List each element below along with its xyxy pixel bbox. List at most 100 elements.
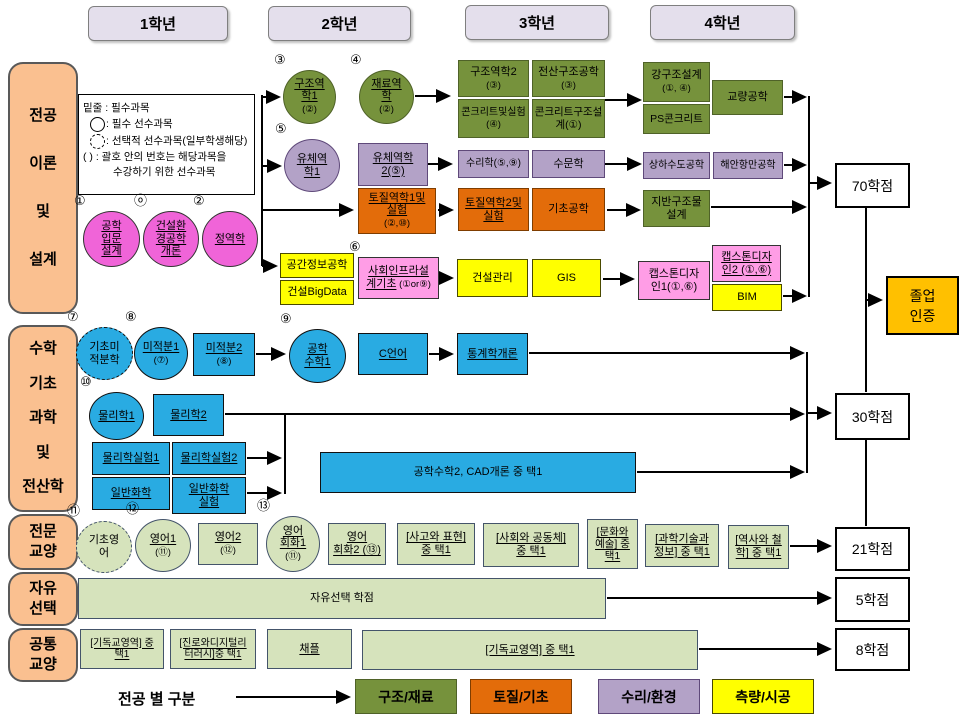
course-society-community: [사회와 공동체] 중 택1 (483, 523, 579, 567)
prereq-ref: (②) (302, 104, 317, 116)
course-christianity-2: [기독교영역] 중 택1 (362, 630, 698, 670)
course-label: 미적분2 (205, 341, 243, 354)
course-english-conv-1: 영어 회화1 (⑪) (266, 516, 320, 572)
course-culture-arts: [문화와 예술] 중 택1 (587, 519, 638, 569)
course-label: 물리학2 (170, 408, 207, 421)
course-history-philosophy: [역사와 철 학] 중 택1 (728, 525, 789, 569)
course-fluid-mech-1: 유체역 학1 (284, 139, 340, 192)
course-number-statics: ② (193, 193, 205, 208)
course-calculus-1: 미적분1 (⑦) (134, 327, 188, 380)
course-label: 지반구조물 설계 (651, 195, 702, 221)
course-label: 기초영 어 (88, 534, 120, 559)
course-geotech-structure-design: 지반구조물 설계 (643, 190, 710, 227)
course-statics: 정역학 (202, 211, 258, 267)
sidebar-major-theory-design: 전공 이론 및 설계 (8, 62, 78, 314)
prereq-ref: (④) (486, 118, 501, 130)
prereq-ref: (③) (486, 79, 501, 91)
course-label: 콘크리트구조설 계(①) (534, 106, 603, 131)
course-number-intro-design: ① (74, 193, 86, 208)
course-number-english-1: ⑫ (126, 501, 140, 516)
course-label: 수리학(⑤,⑨) (466, 158, 521, 170)
solid-circle-icon (90, 117, 105, 133)
course-label: 통계학개론 (467, 347, 518, 360)
course-christianity-1: [기독교영역] 중 택1 (80, 629, 164, 669)
course-infra-design-basic: 사회인프라설 계기초 (①or⑨) (358, 257, 439, 299)
course-foundation-eng: 기초공학 (532, 188, 605, 231)
course-thinking-expression: [사고와 표현] 중 택1 (397, 523, 475, 565)
category-legend-orange: 토질/기초 (470, 679, 572, 714)
course-label: 정역학 (214, 232, 246, 245)
course-label: 공학 입문 설계 (101, 220, 122, 258)
course-label: 건설관리 (472, 271, 513, 284)
legend-required-prereq: : 필수 선수과목 (83, 117, 250, 133)
course-label: 영어2 (214, 531, 242, 544)
course-number-english-conv-1: ⑬ (257, 498, 271, 513)
course-label: [기독교영역] 중 택1 (90, 637, 154, 661)
year-header-1: 1학년 (88, 6, 228, 41)
course-general-chemistry-lab: 일반화학 실험 (172, 477, 246, 514)
course-capstone-1: 캡스톤디자 인1(①,⑥) (638, 261, 710, 300)
prereq-ref: (⑪) (285, 551, 301, 563)
course-label: [사회와 공동체] 중 택1 (496, 532, 566, 557)
course-general-chemistry: 일반화학 (92, 477, 170, 510)
course-number-physics-1: ⑩ (80, 374, 92, 389)
dashed-circle-icon (90, 134, 105, 150)
course-label: GIS (557, 271, 576, 284)
course-label: 구조역학2 (470, 65, 517, 78)
course-label: 물리학실험1 (102, 452, 160, 465)
course-english-2: 영어2 (⑫) (198, 523, 258, 565)
legend-optional-prereq: : 선택적 선수과목(일부학생해당) (83, 134, 250, 150)
course-label: [과학기술과 정보] 중 택1 (654, 532, 710, 558)
course-spatial-info-eng: 공간정보공학 (280, 253, 354, 278)
course-eng-math2-cad: 공학수학2, CAD개론 중 택1 (320, 452, 636, 493)
course-label: 캡스톤디자 인1(①,⑥) (648, 267, 700, 293)
course-hydrology: 수문학 (532, 150, 605, 178)
course-soil-mech-2: 토질역학2및 실험 (458, 188, 529, 231)
major-field-caption: 전공 별 구분 (118, 691, 196, 708)
course-basic-calculus: 기초미 적분학 (76, 327, 133, 380)
course-label: 콘크리트및실험 (461, 106, 526, 118)
course-basic-english: 기초영 어 (76, 521, 132, 573)
course-label: PS콘크리트 (650, 112, 703, 125)
course-physics-lab-2: 물리학실험2 (172, 442, 246, 475)
year-header-4: 4학년 (650, 5, 795, 40)
course-number-basic-calculus: ⑦ (67, 309, 79, 324)
legend-paren-note-2: 수강하기 위한 선수과목 (113, 166, 216, 179)
course-label: 채플 (299, 642, 320, 655)
credit-total-common: 8학점 (835, 628, 910, 671)
course-label: 구조역 학1 (294, 77, 325, 103)
course-eng-math-1: 공학 수학1 (289, 329, 346, 383)
course-hydraulics: 수리학(⑤,⑨) (458, 150, 529, 178)
course-number-basic-english: ⑪ (67, 503, 81, 518)
course-label: [사고와 표현] 중 택1 (406, 531, 466, 556)
prereq-ref: (⑪) (155, 546, 171, 558)
course-water-sewage-eng: 상하수도공학 (643, 152, 710, 179)
course-label: 토질역학2및 실험 (465, 196, 522, 222)
legend-paren-note: ( ) : 괄호 안의 번호는 해당과목을 (83, 151, 227, 164)
course-construction-env-intro: 건설환 경공학 개론 (143, 211, 199, 267)
course-gis: GIS (532, 259, 601, 297)
prereq-ref: (①, ④) (662, 83, 691, 94)
course-coastal-harbor-eng: 해안항만공학 (713, 152, 783, 179)
course-label: 물리학실험2 (180, 452, 238, 465)
course-bim: BIM (712, 284, 782, 311)
course-label: [문화와 예술] 중 택1 (595, 525, 630, 563)
course-label: 건설환 경공학 개론 (155, 220, 187, 258)
credit-total-major: 70학점 (835, 163, 910, 208)
course-free-elective-credits: 자유선택 학점 (78, 578, 606, 619)
course-label: 건설BigData (287, 286, 347, 299)
course-number-material-mech: ④ (350, 52, 362, 67)
course-capstone-2: 캡스톤디자 인2 (①,⑥) (712, 245, 781, 282)
course-number-fluid-mech-1: ⑤ (275, 121, 287, 136)
legend-required-underline: 밑줄 : 필수과목 (83, 102, 150, 114)
course-label: 영어 회화2 (⑬) (333, 531, 381, 556)
prereq-ref: (③) (561, 79, 576, 91)
prereq-ref: (⑧) (216, 355, 232, 367)
prereq-ref: (②,⑩) (384, 218, 410, 230)
course-label: 미적분1 (142, 340, 180, 353)
course-label: 재료역 학 (371, 77, 402, 103)
legend-box: 밑줄 : 필수과목 : 필수 선수과목 : 선택적 선수과목(일부학생해당) (… (78, 94, 255, 195)
sidebar-general-education: 전문 교양 (8, 514, 78, 570)
course-physics-1: 물리학1 (89, 392, 144, 440)
